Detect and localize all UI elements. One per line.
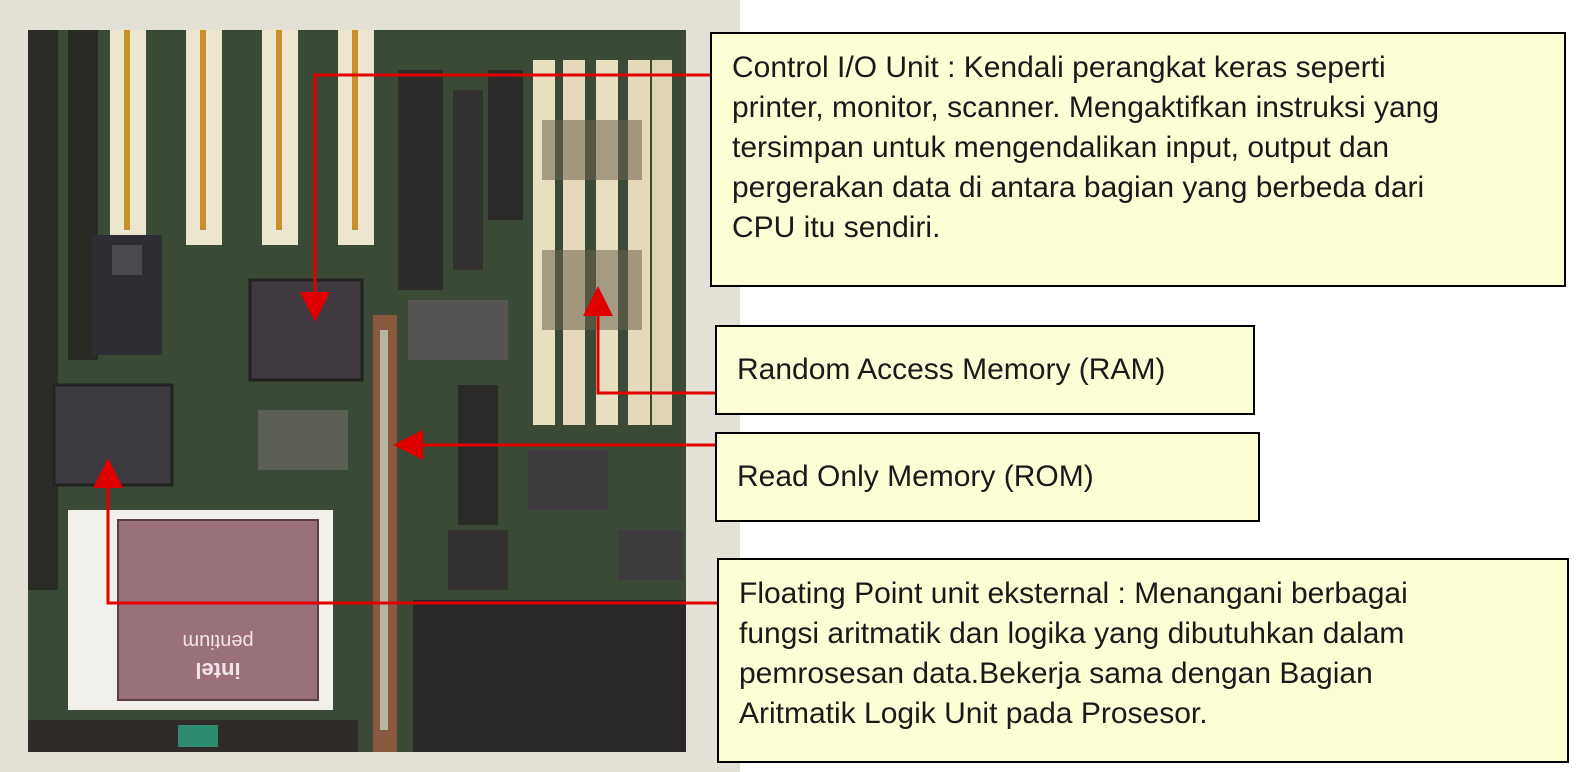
label-line: Aritmatik Logik Unit pada Prosesor. xyxy=(739,697,1208,730)
label-line: Read Only Memory (ROM) xyxy=(737,460,1094,493)
label-ram: Random Access Memory (RAM) xyxy=(715,325,1255,415)
arrow-ram xyxy=(583,286,715,395)
memory-chip-block xyxy=(413,600,686,752)
label-line: CPU itu sendiri. xyxy=(732,211,941,244)
label-line: Floating Point unit eksternal : Menangan… xyxy=(739,577,1408,610)
label-line: tersimpan untuk mengendalikan input, out… xyxy=(732,131,1390,164)
label-line: printer, monitor, scanner. Mengaktifkan … xyxy=(732,91,1440,124)
motherboard-photo: intel pentium xyxy=(28,30,686,752)
label-floating-point-unit: Floating Point unit eksternal : Menangan… xyxy=(717,558,1569,763)
label-line: Control I/O Unit : Kendali perangkat ker… xyxy=(732,51,1386,84)
label-rom: Read Only Memory (ROM) xyxy=(715,432,1260,522)
cpu-chip xyxy=(117,519,319,701)
cpu-brand-intel: intel xyxy=(195,658,240,683)
arrow-control-io xyxy=(300,73,710,322)
label-control-io-unit: Control I/O Unit : Kendali perangkat ker… xyxy=(710,32,1566,287)
chip-array xyxy=(398,70,443,290)
motherboard-illustration: intel pentium xyxy=(28,30,686,752)
label-line: pemrosesan data.Bekerja sama dengan Bagi… xyxy=(739,657,1373,690)
label-line: pergerakan data di antara bagian yang be… xyxy=(732,171,1425,204)
motherboard-photo-frame: intel pentium xyxy=(0,0,740,772)
arrow-fpu xyxy=(93,458,717,605)
label-line: Random Access Memory (RAM) xyxy=(737,353,1166,386)
cpu-brand-pentium: pentium xyxy=(182,630,253,652)
left-connector-strip xyxy=(28,30,58,590)
label-line: fungsi aritmatik dan logika yang dibutuh… xyxy=(739,617,1405,650)
